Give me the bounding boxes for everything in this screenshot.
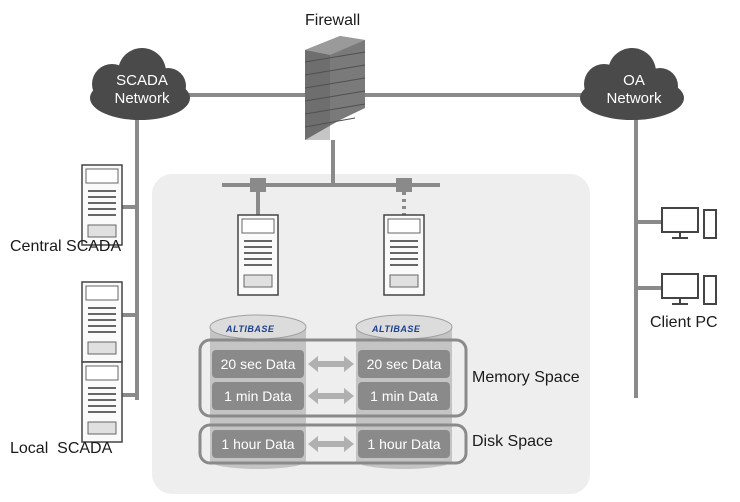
data-label-1hour-1: 1 hour Data bbox=[221, 436, 295, 452]
replication-arrow-1hour-icon bbox=[308, 436, 354, 452]
disk-space-label: Disk Space bbox=[472, 433, 553, 450]
db-server-2-icon bbox=[383, 214, 425, 296]
data-box-1hour-2 bbox=[358, 430, 450, 458]
oa-cloud-icon bbox=[580, 48, 684, 120]
firewall-icon bbox=[304, 36, 366, 140]
bus-hub-2 bbox=[396, 178, 412, 192]
db-server-1-icon bbox=[237, 214, 279, 296]
client-pc-label: Client PC bbox=[650, 314, 718, 331]
data-label-20sec-2: 20 sec Data bbox=[366, 356, 442, 372]
bus-hub-1 bbox=[250, 178, 266, 192]
data-label-1hour-2: 1 hour Data bbox=[367, 436, 441, 452]
firewall-label: Firewall bbox=[305, 12, 361, 29]
memory-space-outline bbox=[198, 338, 468, 418]
memory-space-label: Memory Space bbox=[472, 369, 580, 386]
client-pc-2-icon bbox=[661, 273, 717, 305]
oa-network-label: OA Network bbox=[592, 72, 676, 108]
client-pc-1-icon bbox=[661, 207, 717, 239]
data-label-20sec-1: 20 sec Data bbox=[220, 356, 296, 372]
scada-network-label-line1: SCADA bbox=[116, 72, 168, 89]
local-scada-server-2-icon bbox=[81, 361, 123, 443]
oa-network-label-line1: OA bbox=[623, 72, 645, 89]
oa-network-label-line2: Network bbox=[606, 90, 662, 107]
db-brand-logo-1: ALTIBASE bbox=[226, 324, 275, 334]
data-box-1min-2 bbox=[358, 382, 450, 410]
data-box-20sec-2 bbox=[358, 350, 450, 378]
scada-network-label-line2: Network bbox=[114, 90, 170, 107]
scada-cloud-icon bbox=[90, 48, 190, 120]
local-scada-label: Local SCADA bbox=[10, 440, 113, 457]
data-box-20sec-1 bbox=[212, 350, 304, 378]
local-scada-server-1-icon bbox=[81, 281, 123, 363]
replication-arrow-20sec-icon bbox=[308, 356, 354, 372]
central-scada-label: Central SCADA bbox=[10, 238, 122, 255]
data-label-1min-2: 1 min Data bbox=[370, 388, 438, 404]
replication-arrow-1min-icon bbox=[308, 388, 354, 404]
central-scada-server-icon bbox=[81, 164, 123, 246]
scada-network-label: SCADA Network bbox=[100, 72, 184, 108]
disk-space-outline bbox=[198, 423, 468, 465]
db-brand-logo-2: ALTIBASE bbox=[372, 324, 421, 334]
data-label-1min-1: 1 min Data bbox=[224, 388, 292, 404]
data-box-1hour-1 bbox=[212, 430, 304, 458]
data-box-1min-1 bbox=[212, 382, 304, 410]
